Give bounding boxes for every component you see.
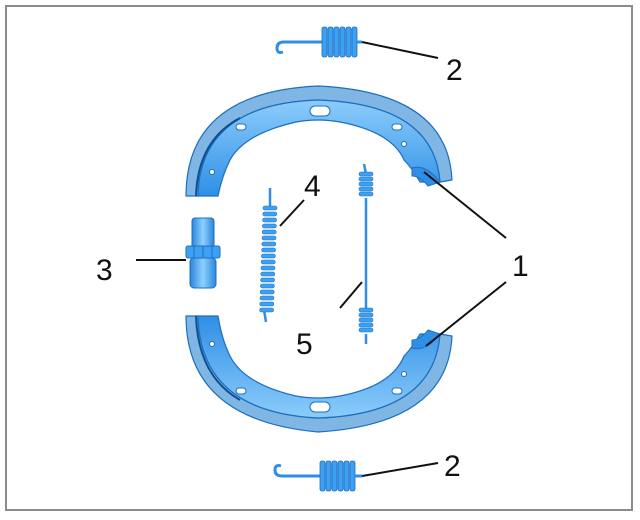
- spring-coil: [262, 223, 277, 229]
- callout-lower-spring: 2: [444, 450, 461, 483]
- spring-coil: [260, 265, 276, 271]
- spring-coil: [260, 259, 276, 265]
- spring-coil: [358, 307, 374, 313]
- adjuster: [185, 217, 221, 289]
- spring-coil: [358, 327, 374, 333]
- adjuster-spring: [259, 188, 278, 323]
- spring-coil: [262, 211, 278, 217]
- spring-coil: [259, 295, 275, 301]
- spring-coil: [343, 460, 350, 492]
- spring-coil: [261, 241, 277, 247]
- spring-coil: [261, 235, 277, 241]
- callout-shoes: 1: [512, 250, 529, 283]
- spring-coil: [337, 460, 344, 492]
- leader-adjuster-spring: [279, 199, 305, 227]
- spring-coil: [262, 205, 278, 211]
- lower-return-spring: [273, 460, 362, 492]
- spring-coil: [358, 322, 374, 328]
- spring-coil: [260, 283, 275, 289]
- spring-coil: [319, 460, 326, 492]
- upper-brake-shoe: [185, 85, 453, 197]
- spring-coil: [321, 26, 328, 58]
- spring-coil: [339, 26, 346, 58]
- leader-lower-shoe: [425, 281, 507, 347]
- callout-adjuster: 3: [96, 254, 113, 287]
- spring-coil: [358, 186, 374, 192]
- spring-coil: [358, 181, 374, 187]
- leader-lower-spring: [361, 462, 439, 477]
- spring-coil: [358, 176, 374, 182]
- callout-upper-spring: 2: [446, 54, 463, 87]
- frame-border: [5, 5, 633, 511]
- leader-retaining-spring: [339, 281, 363, 309]
- spring-coil: [345, 26, 352, 58]
- spring-coil: [259, 289, 275, 295]
- spring-coil: [259, 307, 274, 313]
- spring-coil: [333, 26, 340, 58]
- callout-retaining-spring: 5: [296, 328, 313, 361]
- upper-return-spring: [275, 26, 362, 58]
- spring-coil: [260, 271, 276, 277]
- callout-adjuster-spring: 4: [304, 170, 321, 203]
- spring-coil: [358, 317, 374, 323]
- spring-coil: [262, 217, 277, 223]
- spring-coil: [260, 277, 275, 283]
- spring-coil: [358, 312, 374, 318]
- spring-coil: [261, 247, 276, 253]
- leader-upper-shoe: [423, 171, 507, 239]
- spring-coil: [261, 253, 276, 259]
- spring-coil: [358, 191, 374, 197]
- spring-coil: [358, 171, 374, 177]
- spring-coil: [325, 460, 332, 492]
- spring-coil: [261, 229, 277, 235]
- leader-upper-spring: [361, 41, 439, 59]
- lower-brake-shoe: [185, 315, 453, 433]
- retaining-spring: [358, 163, 374, 344]
- spring-coil: [327, 26, 334, 58]
- spring-coil: [259, 301, 275, 307]
- spring-coil: [331, 460, 338, 492]
